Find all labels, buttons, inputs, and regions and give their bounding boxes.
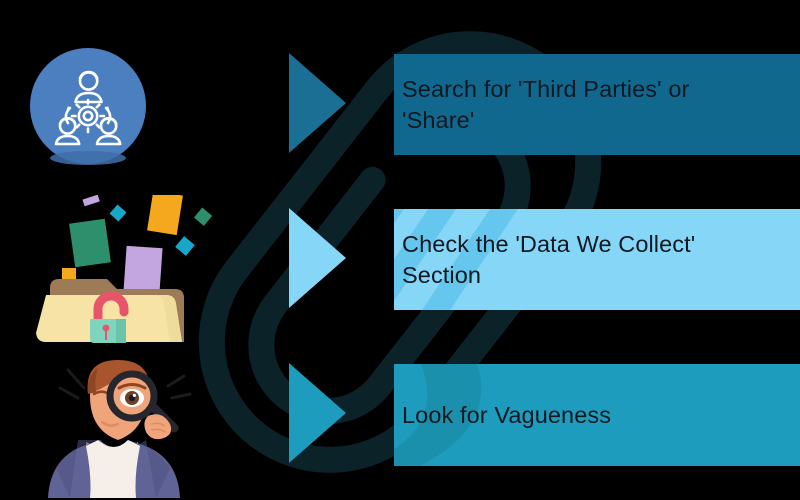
arrow-triangle-right-step-1 [289, 53, 346, 153]
arrow-triangle-right-step-3 [289, 363, 346, 463]
step-bar-3[interactable]: Look for Vagueness [394, 364, 800, 466]
step-bar-2[interactable]: Check the 'Data We Collect' Section [394, 209, 800, 310]
step-label-1: Search for 'Third Parties' or 'Share' [402, 75, 690, 133]
arrow-triangle-right-step-2 [289, 208, 346, 308]
step-row: Look for Vagueness [0, 358, 800, 498]
step-row: Check the 'Data We Collect' Section [0, 195, 800, 343]
illustration-person-magnifying-glass [28, 350, 213, 498]
illustration-open-folder-unlocked [28, 195, 213, 343]
step-row: Search for 'Third Parties' or 'Share' [0, 48, 800, 165]
step-label-3: Look for Vagueness [402, 401, 612, 428]
step-bar-1[interactable]: Search for 'Third Parties' or 'Share' [394, 54, 800, 155]
illustration-people-gear [28, 40, 213, 188]
step-label-2: Check the 'Data We Collect' Section [402, 230, 696, 288]
